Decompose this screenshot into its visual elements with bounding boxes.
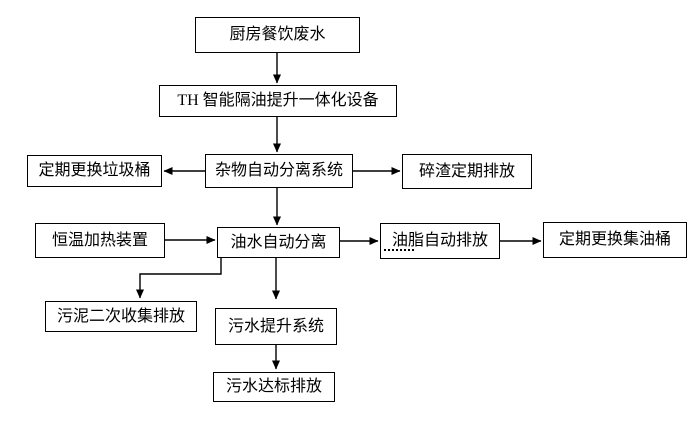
node-compliant-discharge: 污水达标排放 [213,372,335,402]
node-sludge-collection: 污泥二次收集排放 [45,301,197,332]
node-kitchen-wastewater: 厨房餐饮废水 [195,17,360,53]
node-heating-device: 恒温加热装置 [35,223,165,258]
arrow-oilwater-to-sludge [136,258,222,299]
node-grease-discharge: 油脂自动排放 [380,223,500,259]
node-slag-discharge: 碎渣定期排放 [402,154,532,189]
grease-underline-dots [384,245,414,251]
node-oil-water-separation: 油水自动分离 [217,227,340,258]
node-debris-separation: 杂物自动分离系统 [205,154,353,188]
node-replace-oil-barrel: 定期更换集油桶 [543,222,687,258]
node-sewage-lift-system: 污水提升系统 [215,308,337,345]
node-th-integrated-device: TH 智能隔油提升一体化设备 [159,85,397,117]
node-replace-trash-bin: 定期更换垃圾桶 [27,155,162,187]
